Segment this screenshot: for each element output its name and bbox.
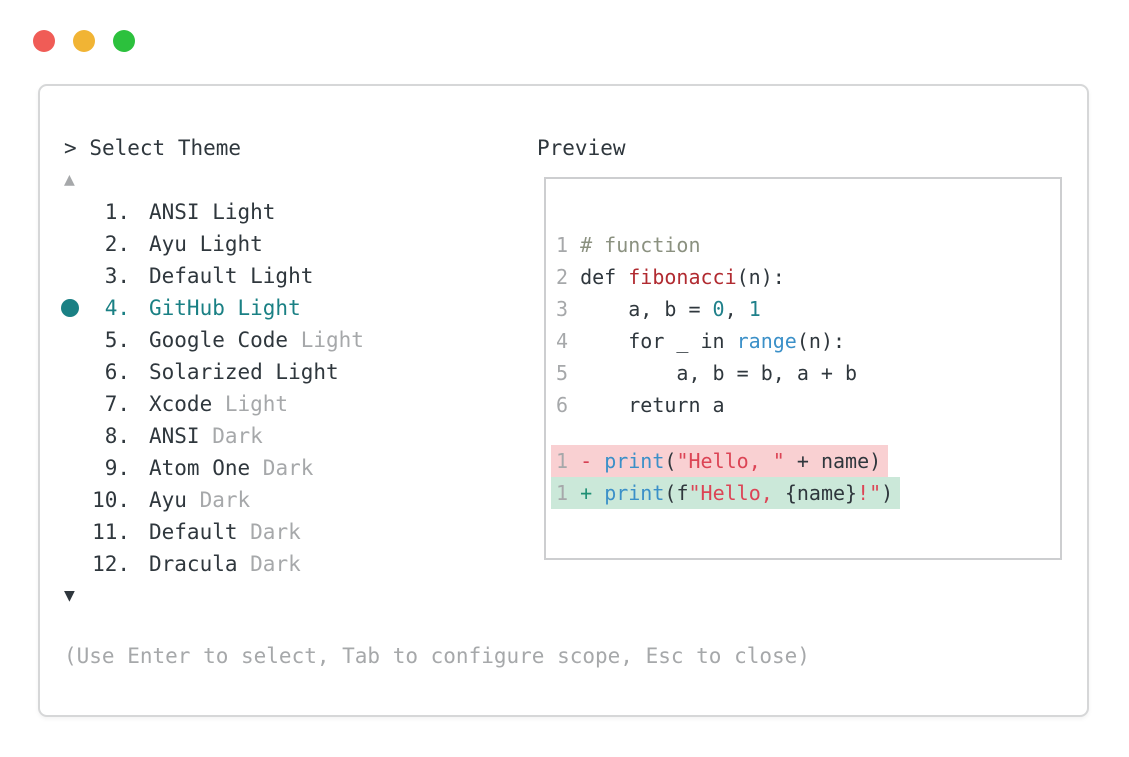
code-line: 4 for _ in range(n): — [556, 329, 846, 353]
theme-item-label: Ayu Light — [149, 232, 263, 256]
code-line: 3 a, b = 0, 1 — [556, 297, 761, 321]
theme-item-number: 2. — [104, 232, 130, 256]
theme-list: 1. ANSI Light 2. Ayu Light 3. Default Light 4.… — [40, 196, 1087, 580]
theme-item-label: Solarized Light — [149, 360, 339, 384]
preview-label: Preview — [537, 136, 626, 160]
bullet-slot — [40, 452, 92, 484]
header-row: > Select Theme — [40, 132, 1087, 164]
theme-item-variant: Dark — [237, 520, 301, 544]
hint-text: (Use Enter to select, Tab to configure s… — [64, 644, 810, 668]
theme-item-number: 8. — [104, 424, 130, 448]
theme-picker-window: > Select Theme Preview ▲ 1. ANSI Light 2. A… — [38, 84, 1089, 717]
prompt: > Select Theme — [40, 132, 241, 164]
bullet-slot — [40, 516, 92, 548]
zoom-button[interactable] — [113, 30, 135, 52]
bullet-slot — [40, 548, 92, 580]
theme-item-5[interactable]: 5. Google Code Light — [40, 324, 1087, 356]
bullet-slot — [40, 324, 92, 356]
close-button[interactable] — [33, 30, 55, 52]
scroll-down-icon[interactable]: ▼ — [64, 585, 75, 606]
theme-item-9[interactable]: 9. Atom One Dark — [40, 452, 1087, 484]
theme-item-3[interactable]: 3. Default Light — [40, 260, 1087, 292]
theme-item-label: Ayu Dark — [149, 488, 251, 512]
theme-item-variant: Dark — [237, 552, 301, 576]
bullet-slot — [40, 356, 92, 388]
theme-item-label: Atom One Dark — [149, 456, 314, 480]
theme-item-6[interactable]: 6. Solarized Light — [40, 356, 1087, 388]
theme-item-label: Xcode Light — [149, 392, 289, 416]
theme-item-label: Default Dark — [149, 520, 301, 544]
theme-item-number: 3. — [104, 264, 130, 288]
bullet-slot — [40, 228, 92, 260]
theme-item-label: GitHub Light — [149, 296, 301, 320]
theme-item-variant: Dark — [186, 488, 251, 512]
theme-item-number: 1. — [104, 200, 130, 224]
theme-item-variant: Light — [212, 392, 289, 416]
theme-item-number: 11. — [92, 520, 130, 544]
bullet-slot — [40, 196, 92, 228]
bullet-slot — [40, 420, 92, 452]
theme-item-label: Dracula Dark — [149, 552, 301, 576]
bullet-slot — [40, 260, 92, 292]
theme-item-number: 5. — [104, 328, 130, 352]
selected-bullet-icon — [61, 299, 79, 317]
bullet-slot — [40, 484, 92, 516]
theme-item-number: 10. — [92, 488, 130, 512]
code-preview: 1 # function 2 def fibonacci(n): 3 a, b = … — [546, 179, 1060, 509]
theme-item-number: 7. — [104, 392, 130, 416]
theme-item-label: ANSI Light — [149, 200, 276, 224]
selected-bullet-slot — [40, 292, 92, 324]
theme-item-label: Default Light — [149, 264, 314, 288]
theme-item-number: 6. — [104, 360, 130, 384]
page-title: Select Theme — [89, 136, 242, 160]
bullet-slot — [40, 388, 92, 420]
diff-highlight-removed: 1 - print("Hello, " + name) — [551, 445, 889, 477]
minimize-button[interactable] — [73, 30, 95, 52]
theme-item-number: 12. — [92, 552, 130, 576]
theme-item-11[interactable]: 11. Default Dark — [40, 516, 1087, 548]
scroll-up-icon[interactable]: ▲ — [64, 169, 75, 190]
preview-panel: 1 # function 2 def fibonacci(n): 3 a, b = … — [544, 177, 1062, 560]
theme-item-2[interactable]: 2. Ayu Light — [40, 228, 1087, 260]
theme-item-label: Google Code Light — [149, 328, 364, 352]
diff-line-added: 1 + print(f"Hello, {name}!") — [551, 477, 1060, 509]
prompt-caret: > — [64, 136, 77, 160]
theme-item-variant: Dark — [250, 456, 314, 480]
code-line: 2 def fibonacci(n): — [556, 265, 785, 289]
code-line: 6 return a — [556, 393, 725, 417]
theme-item-8[interactable]: 8. ANSI Dark — [40, 420, 1087, 452]
theme-item-12[interactable]: 12. Dracula Dark — [40, 548, 1087, 580]
theme-item-number: 9. — [104, 456, 130, 480]
theme-item-4[interactable]: 4. GitHub Light — [40, 292, 1087, 324]
diff-highlight-added: 1 + print(f"Hello, {name}!") — [551, 477, 901, 509]
theme-item-label: ANSI Dark — [149, 424, 263, 448]
theme-item-7[interactable]: 7. Xcode Light — [40, 388, 1087, 420]
code-line: 5 a, b = b, a + b — [556, 361, 858, 385]
theme-item-variant: Dark — [199, 424, 263, 448]
theme-item-variant: Light — [288, 328, 364, 352]
theme-item-10[interactable]: 10. Ayu Dark — [40, 484, 1087, 516]
window-controls — [33, 30, 135, 52]
code-blank-line — [556, 421, 1060, 445]
theme-item-1[interactable]: 1. ANSI Light — [40, 196, 1087, 228]
diff-line-removed: 1 - print("Hello, " + name) — [551, 445, 1060, 477]
code-line: 1 # function — [556, 233, 701, 257]
theme-item-number: 4. — [104, 296, 130, 320]
